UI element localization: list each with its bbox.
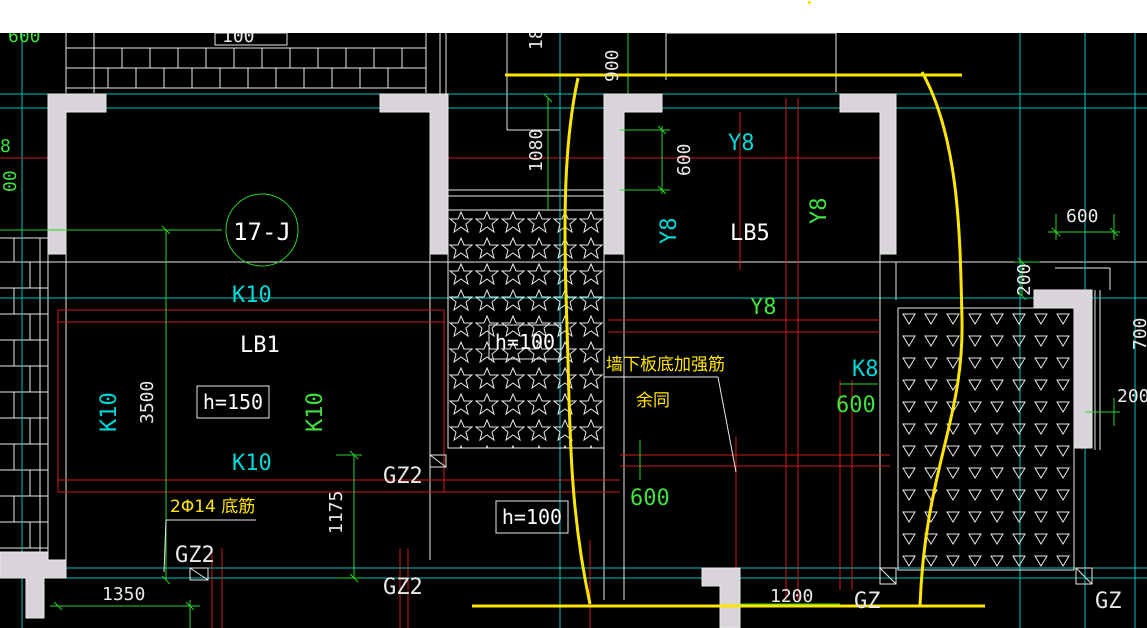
slab-label-lb1: LB1 xyxy=(240,333,280,358)
dim-1175: 1175 xyxy=(326,491,347,534)
callout-label: 17-J xyxy=(233,218,291,246)
top-white-strip xyxy=(0,0,1147,33)
yellow-markup xyxy=(472,71,985,608)
thickness-h100-bottom: h=100 xyxy=(502,505,562,529)
wall-left-l xyxy=(47,93,107,255)
dim-1080: 1080 xyxy=(526,129,547,172)
thickness-h100-top: h=100 xyxy=(495,330,555,354)
gz-label-b: GZ xyxy=(1095,589,1122,614)
dim-600-low: 600 xyxy=(630,486,670,511)
dim-200-b: 200 xyxy=(1117,386,1147,407)
leader-lines xyxy=(163,376,737,573)
masonry-grid-left xyxy=(0,237,49,560)
walls xyxy=(0,93,1093,628)
structure-lines-white xyxy=(48,33,1147,600)
dim-00-left: 00 xyxy=(0,170,21,192)
y8-label-c: Y8 xyxy=(657,218,682,245)
dim-700: 700 xyxy=(1130,317,1147,350)
dim-200-a: 200 xyxy=(1014,263,1035,296)
reinforcement-note-line2: 余同 xyxy=(636,391,670,411)
dim-18: 18 xyxy=(526,33,547,50)
wall-bottom-left-t xyxy=(0,551,67,619)
wall-center-left-l xyxy=(379,93,449,255)
yellow-dot xyxy=(808,1,811,4)
reinforcement-note-line1: 墙下板底加强筋 xyxy=(606,355,725,375)
dim-600-topleft: 600 xyxy=(8,33,41,47)
wall-bottom-center xyxy=(701,567,741,628)
k8-label: K8 xyxy=(852,357,879,382)
gz2-label-a: GZ2 xyxy=(383,464,423,489)
dim-900: 900 xyxy=(602,49,623,82)
gz-label-a: GZ xyxy=(854,589,881,614)
dim-600-vertical: 600 xyxy=(674,143,695,176)
cad-drawing: 17-J LB1 LB5 h=150 h=100 h=100 K10 K10 K… xyxy=(0,33,1147,628)
dim-100-top: 100 xyxy=(222,33,255,47)
y8-label-a: Y8 xyxy=(728,131,755,156)
wall-center-right-l xyxy=(603,93,663,255)
y8-label-b: Y8 xyxy=(750,295,777,320)
star-hatch-region xyxy=(447,209,605,449)
triangle-hatch-region xyxy=(897,307,1075,571)
dim-3500: 3500 xyxy=(137,381,158,424)
wall-right-l xyxy=(839,93,897,255)
slab-label-lb5: LB5 xyxy=(730,221,770,246)
rebar-note: 2Φ14 底筋 xyxy=(170,497,255,517)
dim-600-mid: 600 xyxy=(836,393,876,418)
callout-circle xyxy=(225,193,299,267)
dim-1200: 1200 xyxy=(770,586,813,607)
y8-label-d: Y8 xyxy=(807,198,832,225)
dim-600-top-right: 600 xyxy=(1066,206,1099,227)
k10-bottom-label: K10 xyxy=(232,451,272,476)
gz2-label-c: GZ2 xyxy=(383,575,423,600)
k10-right-label: K10 xyxy=(303,392,328,432)
wall-far-right-l xyxy=(1033,289,1093,449)
gz2-label-b: GZ2 xyxy=(175,543,215,568)
dim-8-left: 8 xyxy=(0,136,11,157)
k10-top-label: K10 xyxy=(232,283,272,308)
k10-left-label: K10 xyxy=(97,392,122,432)
thickness-h150: h=150 xyxy=(203,390,263,414)
gz-columns xyxy=(189,454,1093,585)
dim-1350: 1350 xyxy=(102,584,145,605)
label-boxes xyxy=(196,324,569,534)
